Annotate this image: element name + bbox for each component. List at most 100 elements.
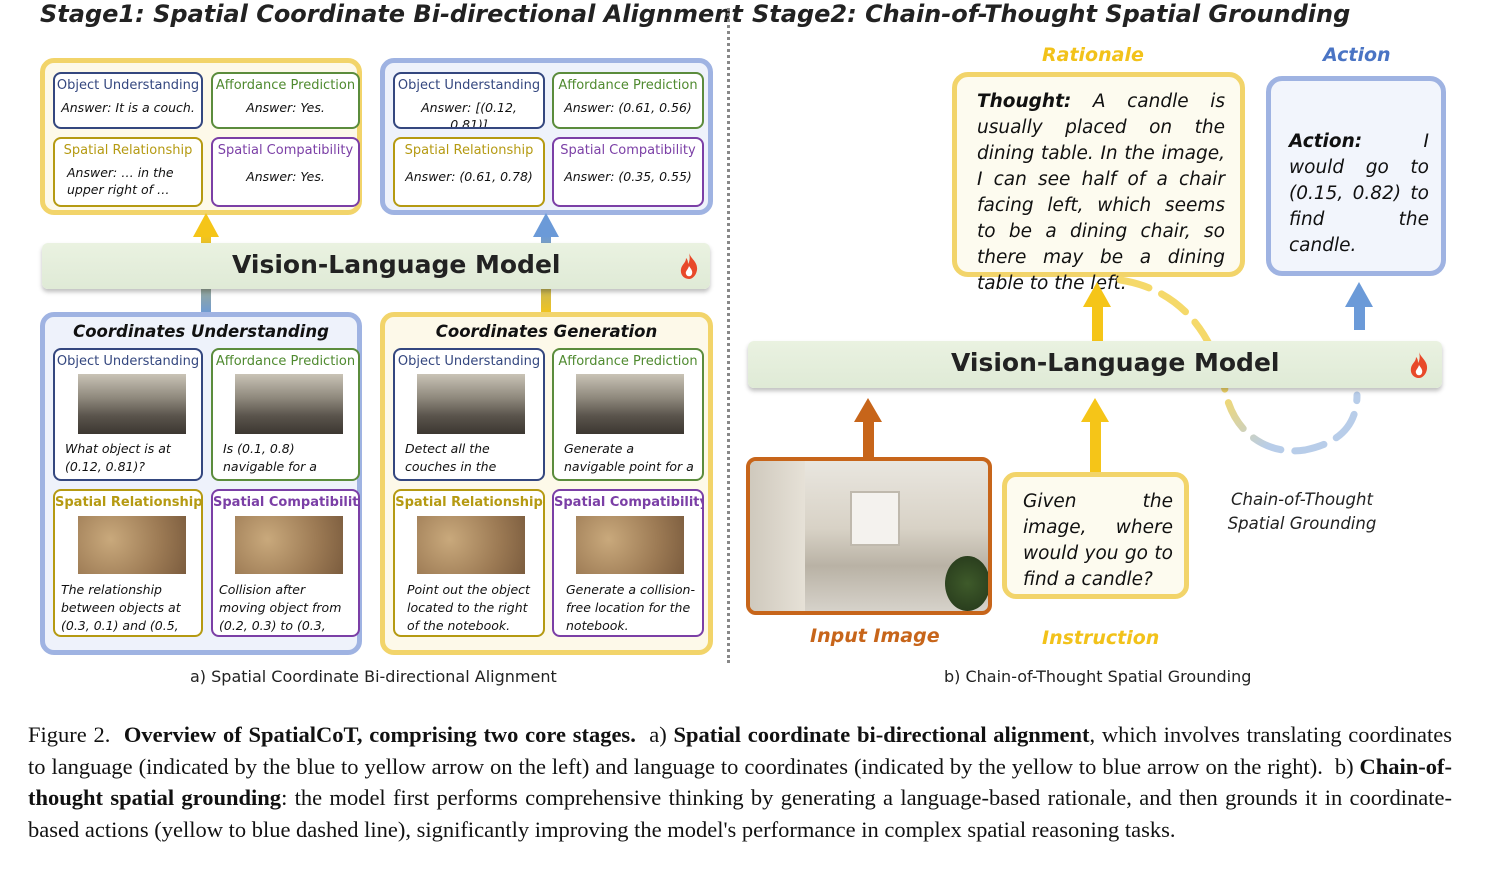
vlm-label: Vision-Language Model — [951, 348, 1280, 377]
section-title: Coordinates Understanding — [73, 322, 329, 341]
card-question: Collision after moving object from (0.2,… — [219, 582, 342, 633]
action-prefix: Action: — [1289, 131, 1363, 152]
card-question: Generate a collision-free location for t… — [566, 582, 695, 633]
cot-dashed-loop — [1116, 276, 1361, 455]
room-thumbnail — [78, 374, 186, 434]
thought-text: Thought: A candle is usually placed on t… — [977, 89, 1225, 297]
caption-bold-grounding: Chain-of-thought spatial grounding — [28, 753, 1453, 811]
action-bubble: Action: I would go to (0.15, 0.82) to fi… — [1266, 76, 1446, 276]
card-question: Point out the object located to the righ… — [407, 582, 530, 633]
thought-prefix: Thought: — [977, 91, 1072, 112]
caption-prefix: Figure 2. — [28, 722, 111, 747]
card-answer: Answer: (0.35, 0.55) — [564, 169, 692, 184]
stage2-caption: b) Chain-of-Thought Spatial Grounding — [944, 667, 1252, 686]
card-title: Affordance Prediction — [215, 354, 356, 369]
card-spatial-relationship: Spatial Relationship The relationship be… — [53, 489, 203, 637]
card-title: Spatial Relationship — [55, 495, 203, 510]
card-question: Is (0.1, 0.8) navigable for a mobile rob… — [223, 441, 317, 479]
tabletop-thumbnail — [576, 516, 684, 574]
card-question: The relationship between objects at (0.3… — [61, 582, 181, 633]
card-title: Affordance Prediction — [215, 78, 356, 93]
card-spatial-compatibility: Spatial Compatibility Answer: (0.35, 0.5… — [552, 137, 704, 207]
room-thumbnail — [417, 374, 525, 434]
caption-bold-alignment: Spatial coordinate bi-directional alignm… — [673, 722, 1090, 747]
thought-body: A candle is usually placed on the dining… — [977, 91, 1225, 294]
card-title: Affordance Prediction — [558, 354, 698, 369]
figure-caption: Figure 2. Overview of SpatialCoT, compri… — [28, 719, 1452, 845]
plant — [945, 556, 988, 611]
card-affordance-prediction: Affordance Prediction Generate a navigab… — [552, 348, 704, 481]
arrow-from-image — [854, 398, 882, 458]
card-spatial-compatibility: Spatial Compatibility Answer: Yes. — [211, 137, 360, 207]
card-object-understanding: Object Understanding Answer: [(0.12, 0.8… — [393, 72, 545, 129]
card-spatial-compatibility: Spatial Compatibility Collision after mo… — [211, 489, 360, 637]
arrow-to-action — [1345, 282, 1373, 330]
card-title: Spatial Compatibility — [217, 143, 354, 158]
coords-understanding-panel: Coordinates Understanding Object Underst… — [40, 312, 362, 655]
coords-generation-panel: Coordinates Generation Object Understand… — [380, 312, 713, 655]
card-question: Detect all the couches in the image. — [405, 441, 497, 479]
card-question: What object is at (0.12, 0.81)? — [65, 441, 171, 474]
action-label: Action — [1323, 44, 1391, 66]
room-thumbnail — [576, 374, 684, 434]
thought-bubble: Thought: A candle is usually placed on t… — [952, 72, 1245, 294]
cot-label: Chain-of-Thought Spatial Grounding — [1227, 490, 1377, 533]
arrow-to-rationale — [1083, 282, 1111, 345]
vlm-label: Vision-Language Model — [232, 250, 561, 279]
card-affordance-prediction: Affordance Prediction Is (0.1, 0.8) navi… — [211, 348, 360, 481]
card-title: Spatial Compatibility — [554, 495, 704, 510]
stage2-title: Stage2: Chain-of-Thought Spatial Groundi… — [752, 0, 1351, 28]
section-title: Coordinates Generation — [435, 322, 658, 341]
caption-text-grounding: : the model first performs comprehensive… — [28, 785, 1452, 842]
card-title: Spatial Relationship — [404, 143, 534, 158]
card-title: Object Understanding — [397, 78, 541, 93]
rationale-label: Rationale — [1042, 44, 1144, 66]
instruction-bubble: Given the image, where would you go to f… — [1002, 472, 1189, 599]
input-image — [746, 457, 992, 615]
card-answer: Answer: Yes. — [246, 169, 325, 184]
card-title: Spatial Compatibility — [213, 495, 360, 510]
vlm-bar-stage2: Vision-Language Model — [748, 341, 1442, 388]
output-panel-left: Object Understanding Answer: It is a cou… — [40, 58, 362, 215]
vlm-bar-stage1: Vision-Language Model — [42, 243, 710, 289]
card-answer: Answer: [(0.12, 0.81)] — [421, 100, 517, 129]
card-affordance-prediction: Affordance Prediction Answer: Yes. — [211, 72, 360, 129]
card-object-understanding: Object Understanding Answer: It is a cou… — [53, 72, 203, 129]
card-title: Affordance Prediction — [558, 78, 698, 93]
card-question: Generate a navigable point for a robot. — [564, 441, 694, 479]
caption-part-a: a) — [649, 722, 667, 747]
card-title: Object Understanding — [56, 354, 200, 369]
card-title: Spatial Relationship — [395, 495, 543, 510]
card-title: Spatial Relationship — [63, 143, 193, 158]
instruction-text: Given the image, where would you go to f… — [1023, 491, 1173, 590]
card-object-understanding: Object Understanding Detect all the couc… — [393, 348, 545, 481]
card-spatial-relationship: Spatial Relationship Point out the objec… — [393, 489, 545, 637]
window — [850, 491, 900, 546]
tabletop-thumbnail — [235, 516, 343, 574]
output-panel-right: Object Understanding Answer: [(0.12, 0.8… — [380, 58, 713, 215]
card-answer: Answer: (0.61, 0.78) — [405, 169, 533, 184]
stage-divider — [727, 8, 730, 663]
tabletop-thumbnail — [417, 516, 525, 574]
tabletop-thumbnail — [78, 516, 186, 574]
card-spatial-relationship: Spatial Relationship Answer: … in the up… — [53, 137, 203, 207]
card-title: Object Understanding — [56, 78, 200, 93]
card-affordance-prediction: Affordance Prediction Answer: (0.61, 0.5… — [552, 72, 704, 129]
caption-text-alignment: , which involves translating coordinates… — [28, 722, 1453, 779]
card-answer: Answer: (0.61, 0.56) — [564, 100, 692, 115]
card-title: Object Understanding — [397, 354, 541, 369]
stage1-title: Stage1: Spatial Coordinate Bi-directiona… — [40, 0, 743, 28]
input-image-label: Input Image — [810, 625, 940, 647]
action-body: I would go to (0.15, 0.82) to find the c… — [1289, 131, 1429, 256]
stage1-caption: a) Spatial Coordinate Bi-directional Ali… — [190, 667, 557, 686]
room-thumbnail — [235, 374, 343, 434]
arrow-from-instruction — [1081, 398, 1109, 474]
fire-icon — [680, 253, 698, 279]
caption-part-b: b) — [1334, 753, 1354, 779]
stage2-arrows — [854, 276, 1373, 474]
instruction-label: Instruction — [1042, 627, 1160, 649]
card-title: Spatial Compatibility — [560, 143, 696, 158]
wall-panel — [750, 461, 805, 611]
card-spatial-compatibility: Spatial Compatibility Generate a collisi… — [552, 489, 704, 637]
card-answer: Answer: … in the upper right of … — [67, 165, 174, 197]
